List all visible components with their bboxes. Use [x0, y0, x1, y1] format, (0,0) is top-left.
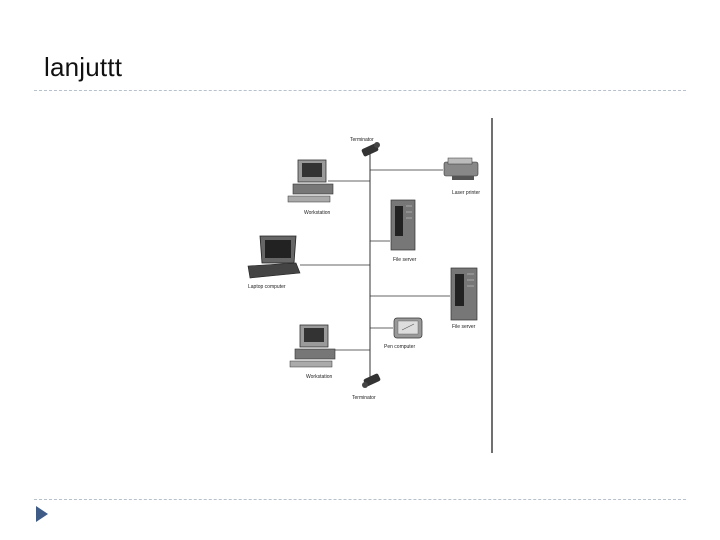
- laser-printer-label: Laser printer: [452, 190, 480, 196]
- workstation-bottom-icon: [290, 325, 335, 367]
- file-server-2-icon: [451, 268, 477, 320]
- terminator-bottom-icon: [362, 373, 381, 388]
- top-divider: [34, 90, 686, 91]
- terminator-top-icon: [361, 142, 380, 157]
- workstation-top-icon: [288, 160, 333, 202]
- laser-printer-icon: [444, 158, 478, 180]
- slide-bullet-icon: [36, 506, 48, 522]
- laptop-label: Laptop computer: [248, 284, 286, 290]
- lan-bus-diagram: Terminator Workstation Laser printer Fil…: [238, 118, 494, 453]
- laptop-icon: [248, 236, 300, 278]
- workstation-bottom-label: Workstation: [306, 374, 333, 380]
- terminator-bottom-label: Terminator: [352, 395, 376, 401]
- file-server-1-label: File server: [393, 257, 417, 263]
- terminator-top-label: Terminator: [350, 137, 374, 143]
- file-server-2-label: File server: [452, 324, 476, 330]
- pen-computer-label: Pen computer: [384, 344, 415, 350]
- pen-computer-icon: [394, 318, 422, 338]
- workstation-top-label: Workstation: [304, 210, 331, 216]
- slide-title: lanjuttt: [44, 52, 122, 83]
- file-server-1-icon: [391, 200, 415, 250]
- bottom-divider: [34, 499, 686, 500]
